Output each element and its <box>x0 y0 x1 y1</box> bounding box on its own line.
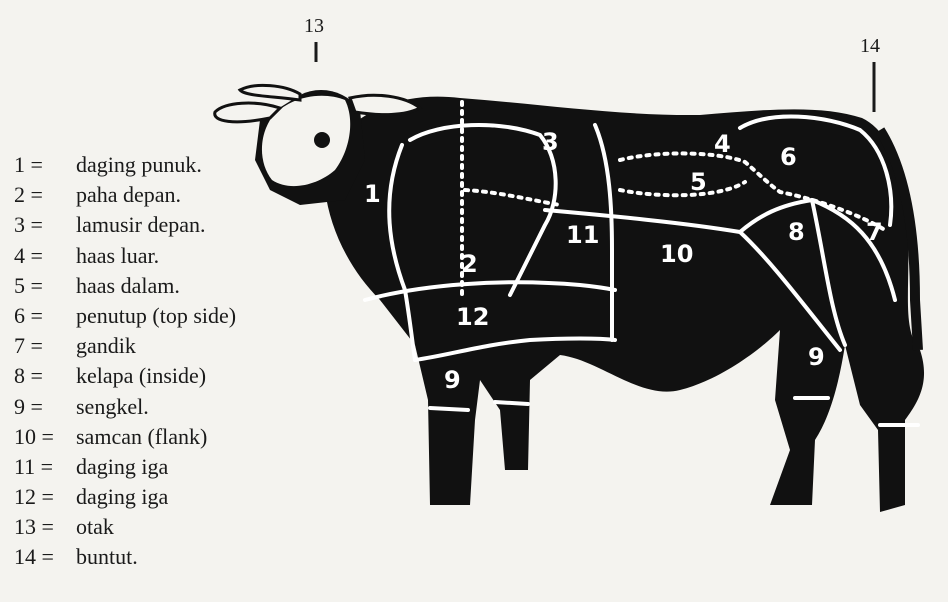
legend-number: 2 = <box>14 180 76 210</box>
region-label-10: 10 <box>660 240 693 268</box>
legend-row: 2 =paha depan. <box>14 180 314 210</box>
region-label-4: 4 <box>714 130 731 158</box>
legend-row: 1 =daging punuk. <box>14 150 314 180</box>
legend-row: 9 =sengkel. <box>14 392 314 422</box>
legend-number: 1 = <box>14 150 76 180</box>
cow-eye <box>314 132 330 148</box>
cow-horn-left <box>215 103 280 122</box>
legend-number: 14 = <box>14 542 76 572</box>
legend-number: 9 = <box>14 392 76 422</box>
region-label-2: 2 <box>461 250 478 278</box>
region-label-9-front: 9 <box>444 366 461 394</box>
legend-text: daging punuk. <box>76 150 202 180</box>
legend-row: 3 =lamusir depan. <box>14 210 314 240</box>
legend-text: haas dalam. <box>76 271 180 301</box>
legend-text: samcan (flank) <box>76 422 207 452</box>
legend-text: sengkel. <box>76 392 149 422</box>
legend-row: 5 =haas dalam. <box>14 271 314 301</box>
legend-number: 11 = <box>14 452 76 482</box>
legend-number: 5 = <box>14 271 76 301</box>
legend-number: 13 = <box>14 512 76 542</box>
cuts-legend: 1 =daging punuk. 2 =paha depan. 3 =lamus… <box>14 150 314 573</box>
legend-row: 14 =buntut. <box>14 542 314 572</box>
legend-number: 3 = <box>14 210 76 240</box>
legend-number: 8 = <box>14 361 76 391</box>
legend-number: 7 = <box>14 331 76 361</box>
legend-text: haas luar. <box>76 241 159 271</box>
cow-ear <box>350 95 420 114</box>
cow-horn-right <box>240 85 300 100</box>
region-label-12: 12 <box>456 303 489 331</box>
legend-text: lamusir depan. <box>76 210 206 240</box>
legend-text: gandik <box>76 331 136 361</box>
region-label-11: 11 <box>566 221 599 249</box>
legend-text: kelapa (inside) <box>76 361 206 391</box>
region-label-6: 6 <box>780 143 797 171</box>
legend-number: 6 = <box>14 301 76 331</box>
legend-row: 4 =haas luar. <box>14 241 314 271</box>
legend-text: daging iga <box>76 452 168 482</box>
legend-row: 7 =gandik <box>14 331 314 361</box>
legend-number: 10 = <box>14 422 76 452</box>
legend-row: 13 =otak <box>14 512 314 542</box>
legend-text: penutup (top side) <box>76 301 236 331</box>
region-label-1: 1 <box>364 180 381 208</box>
legend-text: buntut. <box>76 542 138 572</box>
region-label-5: 5 <box>690 168 707 196</box>
legend-text: otak <box>76 512 114 542</box>
legend-text: daging iga <box>76 482 168 512</box>
legend-row: 11 =daging iga <box>14 452 314 482</box>
legend-number: 4 = <box>14 241 76 271</box>
region-label-3: 3 <box>542 128 559 156</box>
legend-row: 12 =daging iga <box>14 482 314 512</box>
legend-row: 8 =kelapa (inside) <box>14 361 314 391</box>
region-label-7: 7 <box>866 218 883 246</box>
legend-text: paha depan. <box>76 180 181 210</box>
legend-number: 12 = <box>14 482 76 512</box>
region-label-9-rear: 9 <box>808 343 825 371</box>
legend-row: 10 =samcan (flank) <box>14 422 314 452</box>
legend-row: 6 =penutup (top side) <box>14 301 314 331</box>
region-label-8: 8 <box>788 218 805 246</box>
callout-14-label: 14 <box>860 35 880 57</box>
callout-13-label: 13 <box>304 15 324 37</box>
